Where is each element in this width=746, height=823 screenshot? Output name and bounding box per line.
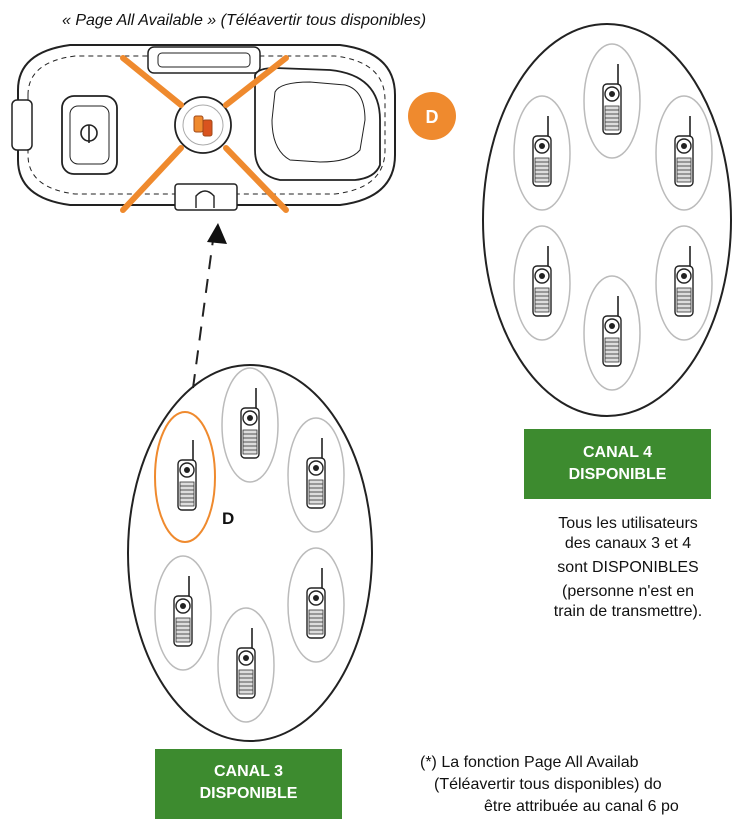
footnote: (*) La fonction Page All Availab (Téléav… <box>420 752 679 818</box>
walkie-talkie-icon <box>177 439 197 511</box>
page-all-marker <box>120 55 289 213</box>
walkie-talkie-icon <box>674 245 694 317</box>
note-line2: des canaux 3 et 4 <box>564 535 692 552</box>
d-circle-label: D <box>426 107 439 127</box>
walkie-talkie-icon <box>173 575 193 647</box>
channel3-badge: CANAL 3 DISPONIBLE <box>155 749 342 819</box>
note-line5: train de transmettre). <box>553 603 703 620</box>
note-line1: Tous les utilisateurs <box>558 515 698 532</box>
channel3-group <box>127 364 373 742</box>
walkie-talkie-icon <box>602 63 622 135</box>
d-radio-label: D <box>222 509 234 528</box>
d-circle-marker <box>408 92 456 140</box>
footnote-line2: (Téléavertir tous disponibles) do <box>434 776 662 793</box>
note-line3: sont DISPONIBLES <box>557 559 699 576</box>
status-note: Tous les utilisateurs des canaux 3 et 4 … <box>510 514 746 622</box>
walkie-talkie-icon <box>532 245 552 317</box>
channel4-badge: CANAL 4 DISPONIBLE <box>524 429 711 499</box>
arrow-up-icon <box>207 223 227 244</box>
walkie-talkie-icon <box>674 115 694 187</box>
channel4-group <box>482 23 732 417</box>
channel3-line2: DISPONIBLE <box>199 785 298 802</box>
walkie-talkie-icon <box>236 627 256 699</box>
dashed-link <box>192 239 214 389</box>
footnote-line3: être attribuée au canal 6 po <box>484 798 679 815</box>
channel4-line2: DISPONIBLE <box>568 466 667 483</box>
channel4-line1: CANAL 4 <box>582 444 653 461</box>
channel3-line1: CANAL 3 <box>213 763 284 780</box>
page-title: « Page All Available » (Téléavertir tous… <box>62 12 427 29</box>
base-station-icon <box>11 44 396 211</box>
footnote-line1: (*) La fonction Page All Availab <box>420 754 639 771</box>
walkie-talkie-icon <box>240 387 260 459</box>
walkie-talkie-icon <box>532 115 552 187</box>
walkie-talkie-icon <box>306 567 326 639</box>
note-line4: (personne n'est en <box>561 583 695 600</box>
walkie-talkie-icon <box>602 295 622 367</box>
walkie-talkie-icon <box>306 437 326 509</box>
